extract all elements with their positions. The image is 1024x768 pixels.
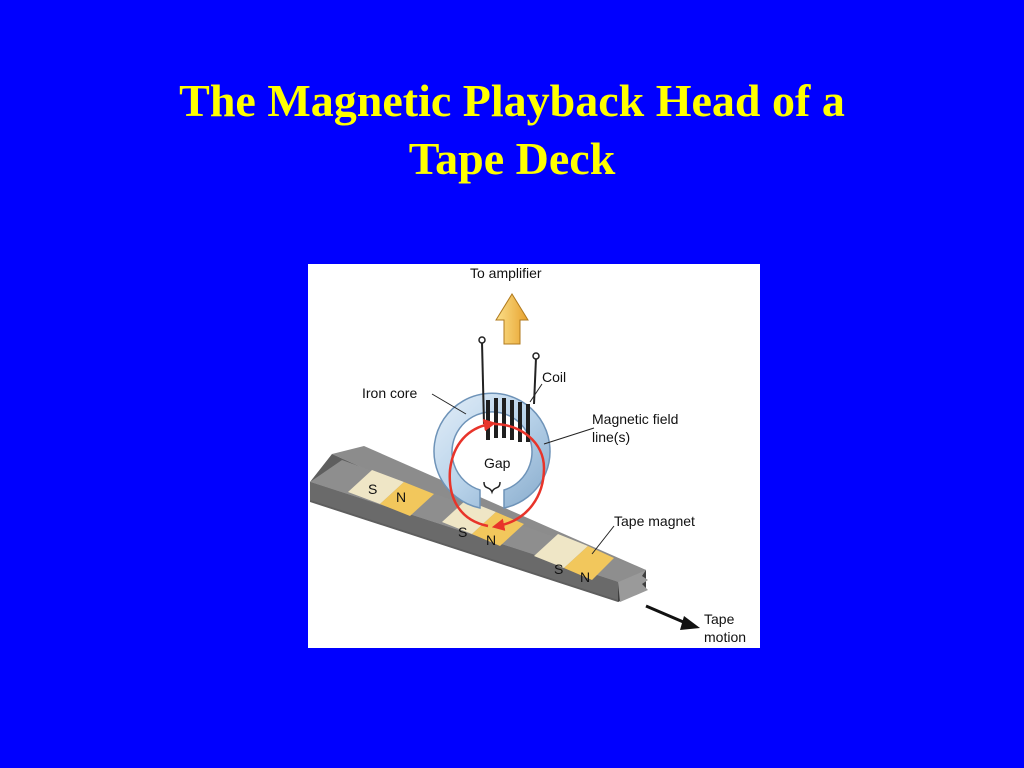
magnet-1-south-label: S [368,481,377,497]
magnetic-field-label-line-2: line(s) [592,429,630,445]
tape-torn-end [618,570,648,602]
tape-magnet-3: S N [534,534,614,585]
magnet-north-region [564,546,614,580]
field-line-left [448,418,497,528]
tape-magnet-1: S N [348,470,434,516]
playback-head-diagram: S N S N S N [308,264,760,648]
gap-brace [483,481,501,495]
tape-motion-arrow [645,604,700,630]
slide-title-line-1: The Magnetic Playback Head of a [179,75,845,126]
magnet-2-north-label: N [486,532,496,548]
coil-label: Coil [542,369,566,385]
right-arrow-icon [680,616,700,630]
tape-motion-label-line-1: Tape [704,611,735,627]
magnet-1-north-label: N [396,489,406,505]
slide-title: The Magnetic Playback Head of a Tape Dec… [0,72,1024,188]
magnetic-field-label-line-1: Magnetic field [592,411,678,427]
magnet-3-south-label: S [554,561,563,577]
up-arrow-icon [495,293,529,345]
to-amplifier-label: To amplifier [470,265,542,281]
magnet-north-region [380,482,434,516]
coil-terminal-right [532,352,540,360]
tape-motion-label-line-2: motion [704,629,746,645]
diagram-canvas: S N S N S N [310,265,746,645]
tape-magnet-label: Tape magnet [614,513,695,529]
leader-lines [431,383,615,555]
coil-lead-right [533,357,537,405]
magnetic-field-lines [448,418,546,531]
iron-core-label: Iron core [362,385,417,401]
field-line-right [491,422,546,531]
magnet-south-region [534,534,588,568]
magnet-3-north-label: N [580,569,590,585]
slide-title-line-2: Tape Deck [408,133,616,184]
tape-front-face [310,482,618,600]
coil-lead-left [481,341,485,425]
magnet-south-region [348,470,404,504]
magnet-2-south-label: S [458,524,467,540]
coil-terminal-left [478,336,486,344]
gap-label: Gap [484,455,511,471]
